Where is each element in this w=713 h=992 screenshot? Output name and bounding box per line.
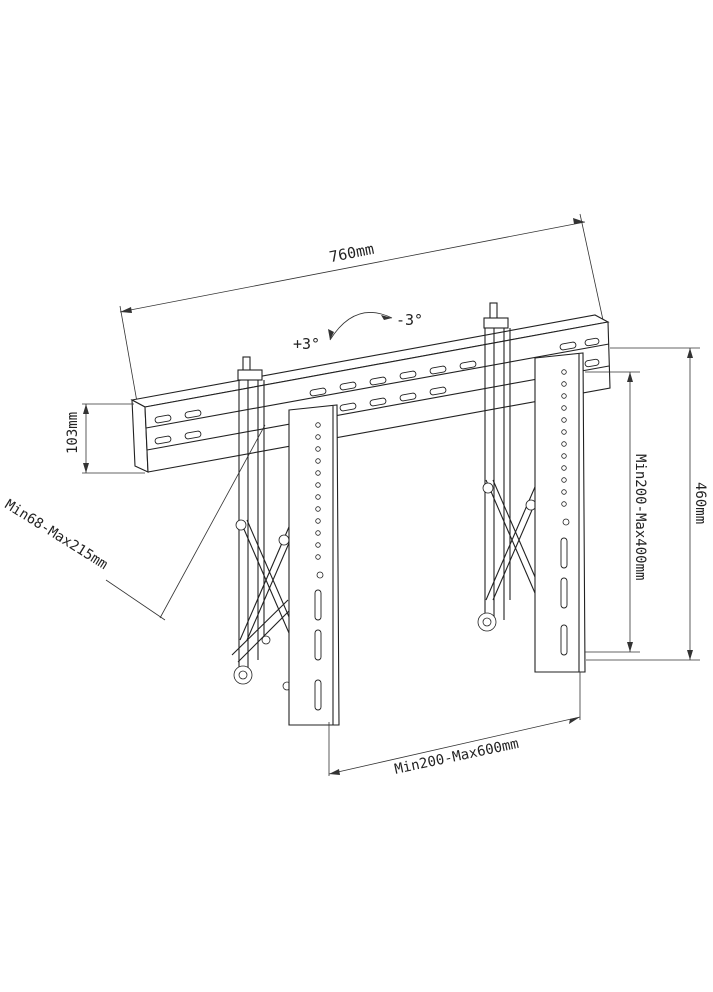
rail-height-label: 103mm (65, 412, 81, 454)
rail-slots-row-lower (154, 358, 600, 445)
depth-label: Min68-Max215mm (2, 497, 111, 573)
overall-height-label: 460mm (692, 482, 708, 524)
left-arm-holes (315, 422, 324, 579)
dimension-arm-spacing: Min200-Max600mm (328, 672, 581, 778)
tilt-negative-label: -3° (396, 311, 423, 329)
tilt-positive-label: +3° (293, 335, 320, 353)
tilt-indicator: +3° -3° (293, 311, 423, 353)
rail-slots-row-upper (154, 337, 600, 424)
rail-width-label: 760mm (328, 240, 376, 266)
dimension-460mm: 460mm (586, 347, 708, 661)
right-arm-assembly (477, 302, 586, 673)
dimension-103mm: 103mm (65, 403, 145, 474)
right-arm-holes (561, 369, 570, 526)
arm-spacing-label: Min200-Max600mm (393, 736, 520, 778)
left-arm-assembly (231, 356, 340, 726)
arm-vertical-label: Min200-Max400mm (632, 454, 648, 580)
dimension-arm-vertical: Min200-Max400mm (585, 371, 648, 653)
